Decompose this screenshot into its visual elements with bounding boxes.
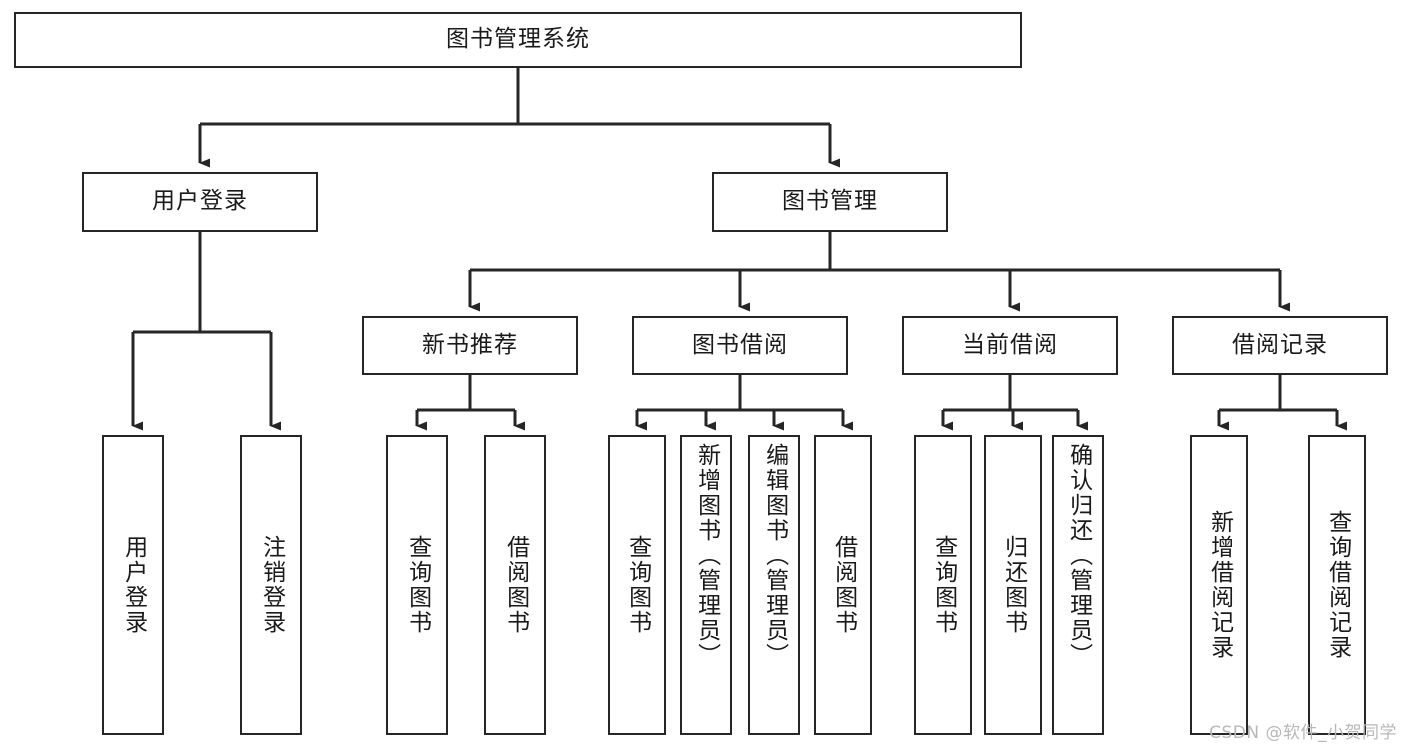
node-current-borrow[interactable]: 当前借阅 xyxy=(902,316,1118,375)
node-label: 新增图书（管理员） xyxy=(693,443,720,668)
node-leaf-query-book-current[interactable]: 查询图书 xyxy=(914,435,972,735)
node-label: 用户登录 xyxy=(120,535,147,635)
node-label: 图书管理系统 xyxy=(446,26,590,53)
watermark-text: CSDN @软件_小贺同学 xyxy=(1209,723,1397,743)
node-leaf-confirm-return-admin[interactable]: 确认归还（管理员） xyxy=(1052,435,1104,735)
node-leaf-query-book-recommend[interactable]: 查询图书 xyxy=(386,435,448,735)
user-login-to-leaves-connectors xyxy=(131,232,281,431)
current-borrow-to-leaves-connectors xyxy=(941,375,1088,431)
node-leaf-borrow-book-recommend[interactable]: 借阅图书 xyxy=(484,435,546,735)
node-new-book-recommend[interactable]: 新书推荐 xyxy=(362,316,578,375)
node-leaf-return-book[interactable]: 归还图书 xyxy=(984,435,1042,735)
node-label: 借阅图书 xyxy=(830,535,857,635)
node-label: 确认归还（管理员） xyxy=(1065,443,1092,668)
node-label: 新书推荐 xyxy=(422,331,518,358)
node-label: 用户登录 xyxy=(152,188,248,215)
node-leaf-user-login[interactable]: 用户登录 xyxy=(102,435,164,735)
node-root-system[interactable]: 图书管理系统 xyxy=(14,12,1022,68)
node-leaf-add-book-admin[interactable]: 新增图书（管理员） xyxy=(680,435,732,735)
book-borrow-to-leaves-connectors xyxy=(635,375,853,431)
node-leaf-query-book-borrow[interactable]: 查询图书 xyxy=(608,435,666,735)
node-label: 注销登录 xyxy=(258,535,285,635)
node-label: 新增借阅记录 xyxy=(1206,510,1233,660)
node-book-manage[interactable]: 图书管理 xyxy=(712,172,948,232)
node-leaf-query-borrow-record[interactable]: 查询借阅记录 xyxy=(1308,435,1366,735)
borrow-record-to-leaves-connectors xyxy=(1217,375,1347,431)
node-label: 借阅记录 xyxy=(1232,331,1328,358)
node-label: 借阅图书 xyxy=(502,535,529,635)
node-label: 查询借阅记录 xyxy=(1324,510,1351,660)
node-label: 查询图书 xyxy=(930,535,957,635)
node-label: 查询图书 xyxy=(404,535,431,635)
node-label: 当前借阅 xyxy=(962,331,1058,358)
node-leaf-edit-book-admin[interactable]: 编辑图书（管理员） xyxy=(748,435,800,735)
node-label: 查询图书 xyxy=(624,535,651,635)
node-borrow-record[interactable]: 借阅记录 xyxy=(1172,316,1388,375)
node-book-borrow[interactable]: 图书借阅 xyxy=(632,316,848,375)
node-user-login[interactable]: 用户登录 xyxy=(82,172,318,232)
node-label: 归还图书 xyxy=(1000,535,1027,635)
node-leaf-add-borrow-record[interactable]: 新增借阅记录 xyxy=(1190,435,1248,735)
node-leaf-user-logout[interactable]: 注销登录 xyxy=(240,435,302,735)
node-leaf-borrow-book[interactable]: 借阅图书 xyxy=(814,435,872,735)
book-manage-to-level3-connectors xyxy=(468,232,1290,312)
node-label: 图书管理 xyxy=(782,188,878,215)
new-book-recommend-to-leaves-connectors xyxy=(415,375,525,431)
root-to-level2-connectors xyxy=(198,68,840,168)
node-label: 编辑图书（管理员） xyxy=(761,443,788,668)
node-label: 图书借阅 xyxy=(692,331,788,358)
